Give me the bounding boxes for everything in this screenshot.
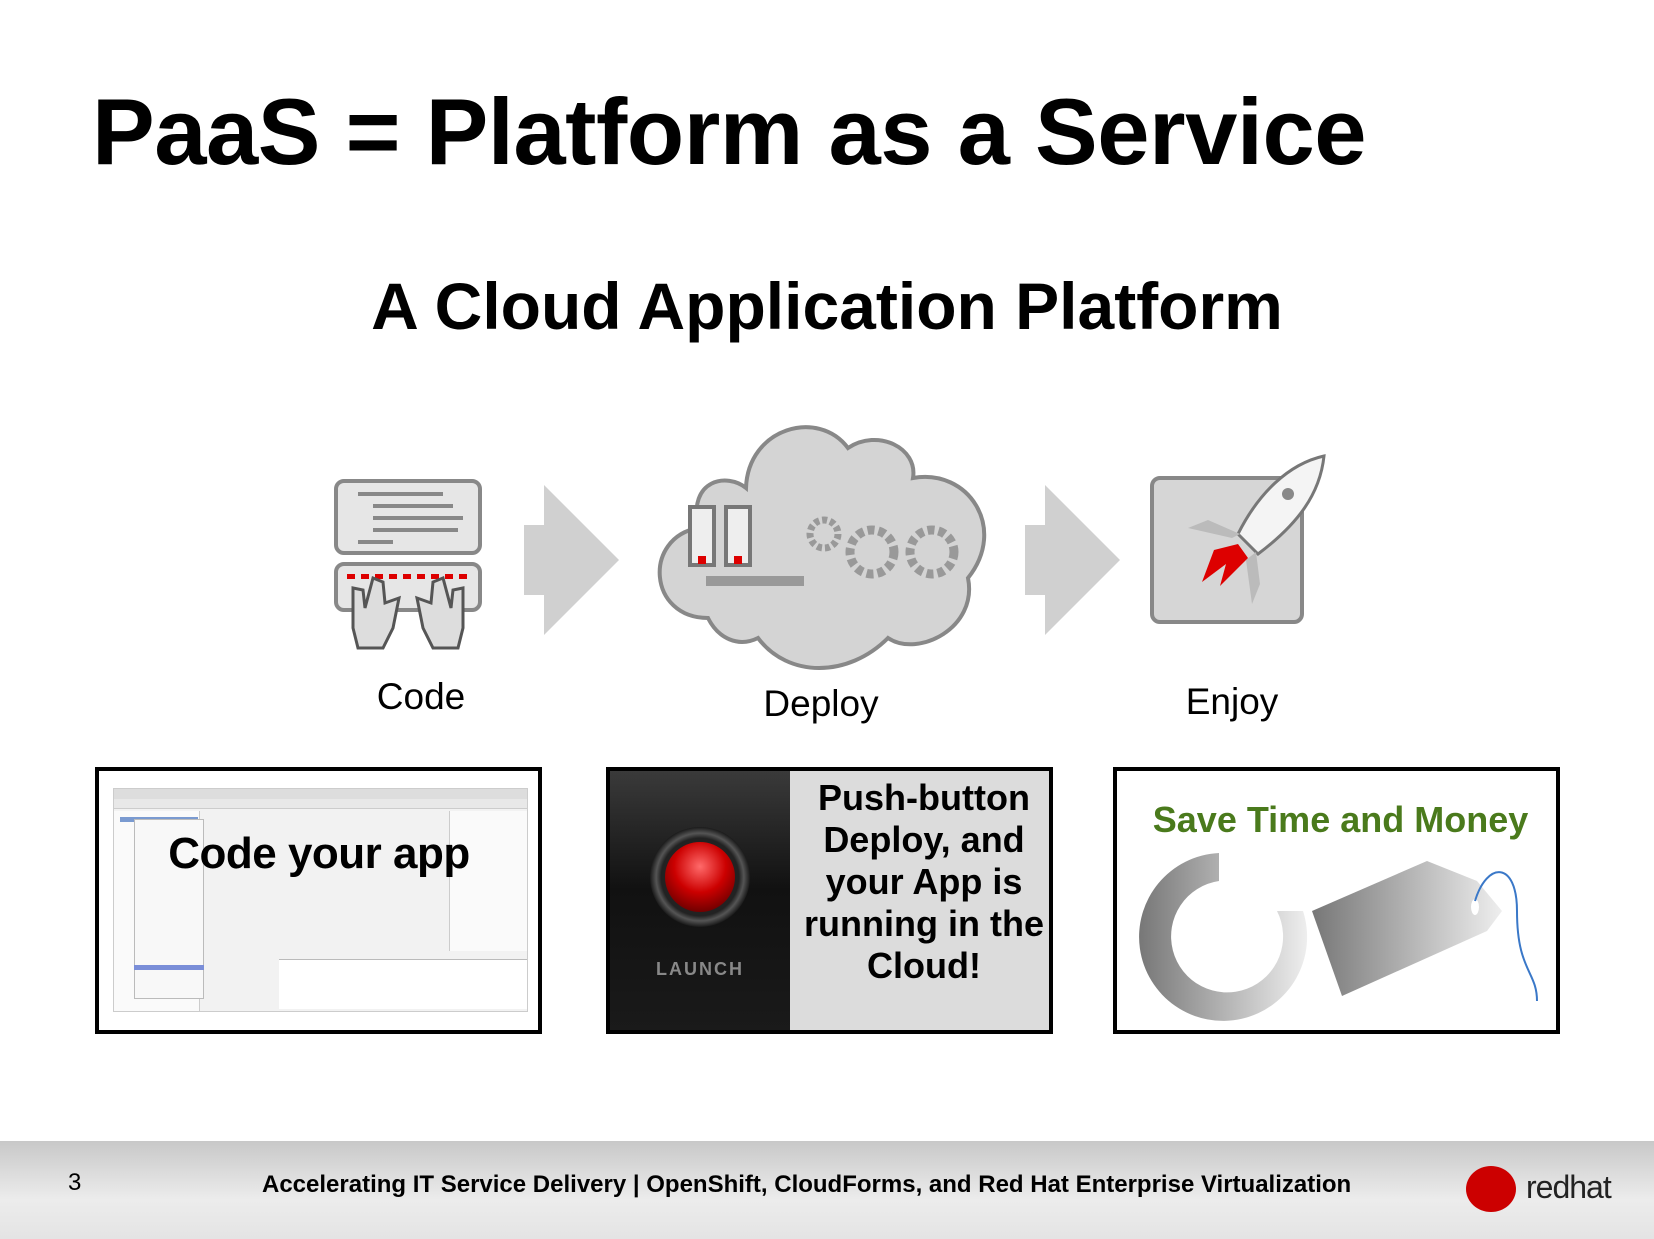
code-your-app-caption: Code your app <box>168 829 470 878</box>
save-time-money-panel: Save Time and Money <box>1113 767 1560 1034</box>
launch-label: LAUNCH <box>656 959 744 979</box>
code-your-app-panel: Code your app <box>95 767 542 1034</box>
redhat-logo: redhat <box>1526 1169 1612 1205</box>
launch-button[interactable]: LAUNCH <box>610 771 790 1030</box>
footer-text: Accelerating IT Service Delivery | OpenS… <box>262 1171 1352 1198</box>
step-label-deploy: Deploy <box>763 683 879 724</box>
deploy-panel: LAUNCH Push-button Deploy, and your App … <box>606 767 1053 1034</box>
rocket-icon <box>1150 454 1326 624</box>
slide-subtitle: A Cloud Application Platform <box>371 269 1283 343</box>
slide-title: PaaS = Platform as a Service <box>92 79 1367 184</box>
redhat-shadowman-icon <box>1466 1166 1516 1212</box>
step-label-code: Code <box>376 676 466 717</box>
save-heading: Save Time and Money <box>1152 799 1529 840</box>
red-button-icon <box>665 842 735 912</box>
footer: 3 Accelerating IT Service Delivery | Ope… <box>0 1141 1654 1239</box>
arrow-right-icon-2 <box>1025 485 1120 635</box>
cloud-deploy-icon <box>657 425 987 670</box>
step-label-enjoy: Enjoy <box>1185 681 1279 722</box>
clock-and-price-tag-icon <box>1139 853 1538 1021</box>
arrow-right-icon <box>524 485 619 635</box>
page-number: 3 <box>68 1169 82 1196</box>
keyboard-code-icon <box>334 479 482 650</box>
ide-screenshot <box>113 788 528 1012</box>
deploy-text: Push-button Deploy, and your App is runn… <box>804 777 1044 986</box>
